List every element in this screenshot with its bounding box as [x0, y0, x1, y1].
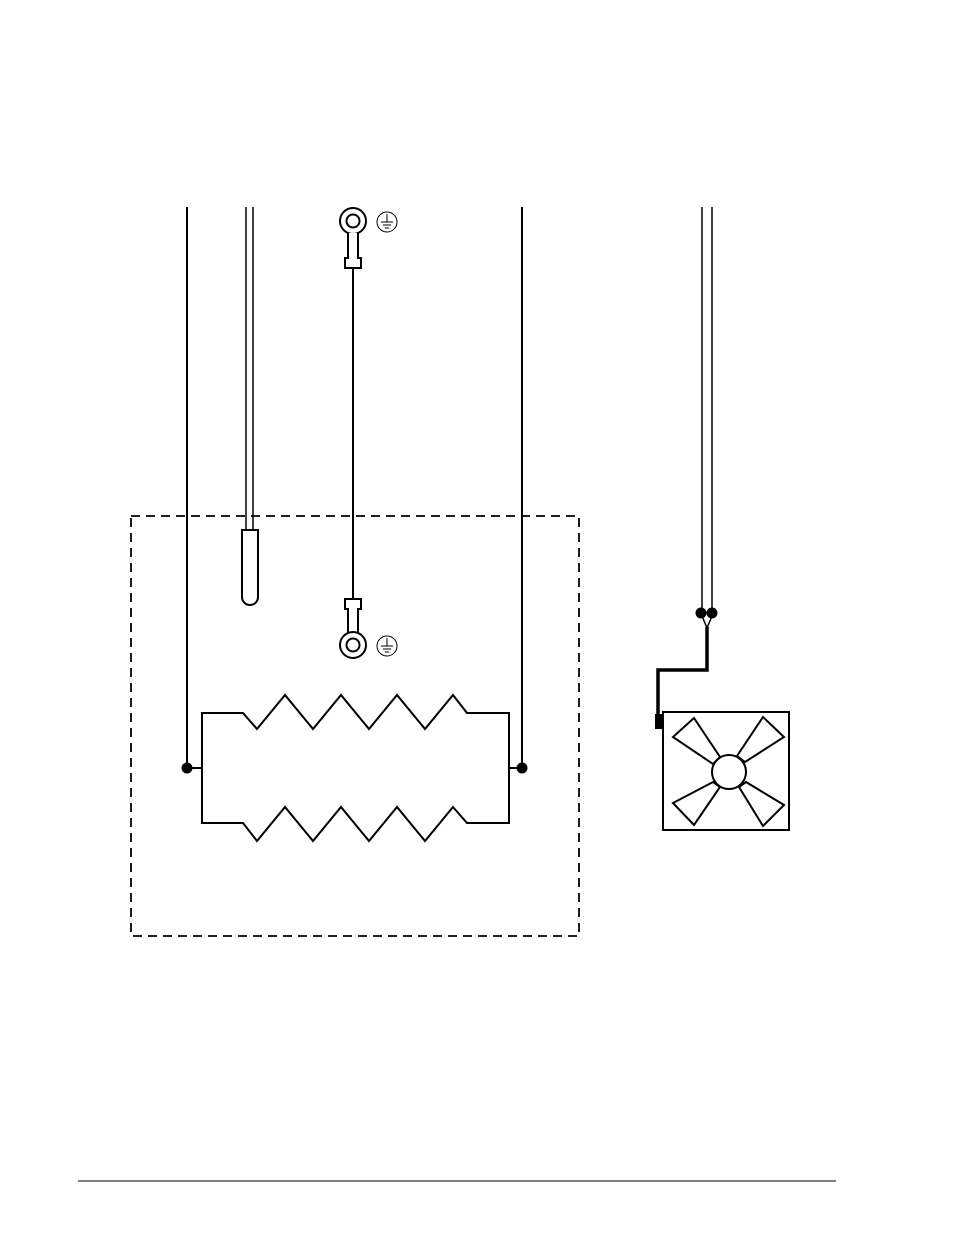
supply-wire-left	[183, 207, 203, 773]
fan-icon	[663, 712, 789, 830]
heating-element-bottom	[202, 768, 509, 841]
thermostat-probe	[242, 207, 258, 605]
ground-terminal-top	[340, 208, 366, 268]
ground-terminal-bottom	[340, 599, 366, 658]
ground-symbol-icon	[377, 212, 397, 232]
enclosure-boundary	[131, 516, 579, 936]
ground-symbol-icon	[377, 636, 397, 656]
fan-wires	[655, 207, 717, 729]
supply-wire-right	[509, 207, 527, 773]
heating-element-top	[202, 695, 509, 768]
